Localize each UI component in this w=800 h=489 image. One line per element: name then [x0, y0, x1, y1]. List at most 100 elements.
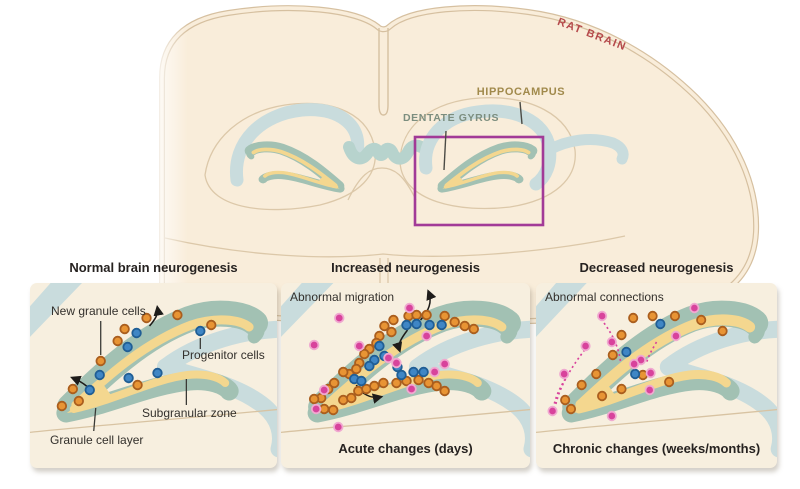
orange-cell-dot [206, 319, 217, 331]
blue-cell-dot [436, 319, 447, 331]
corner-band [281, 283, 334, 337]
orange-cell-dot [717, 325, 728, 337]
pink-cell-dot [333, 421, 344, 433]
orange-cell-dot [565, 403, 577, 415]
annotation-progenitor-cells: Progenitor cells [182, 348, 265, 362]
pink-cell-dot [547, 405, 558, 417]
blue-cell-dot [418, 366, 429, 378]
orange-cell-dot [607, 349, 618, 361]
panel-normal-neurogenesis: Normal brain neurogenesis [30, 256, 277, 468]
blue-cell-dot [374, 340, 385, 352]
pink-cell-dot [391, 357, 402, 369]
blue-cell-dot [396, 369, 407, 381]
blue-cell-dot [401, 319, 412, 331]
blue-cell-dot [123, 372, 134, 384]
orange-cell-dot [386, 326, 397, 338]
orange-cell-dot [56, 400, 68, 412]
midline-fissure [378, 28, 389, 116]
orange-cell-dot [411, 309, 422, 321]
orange-cell-dot [369, 380, 380, 392]
orange-cell-dot [421, 309, 432, 321]
orange-cell-dot [338, 366, 349, 378]
pink-cell-dot [354, 340, 365, 352]
dentate-closeup-normal [30, 283, 277, 458]
orange-cell-dot [308, 393, 320, 405]
orange-cell-dot [388, 314, 399, 326]
orange-cell-dot [696, 314, 707, 326]
panel-caption: Chronic changes (weeks/months) [552, 441, 761, 456]
pink-cell-dot [334, 312, 345, 324]
blue-cell-dot [424, 319, 435, 331]
orange-cell-dot [328, 377, 340, 389]
annotation-subgranular-zone: Subgranular zone [142, 406, 237, 420]
pink-cell-dot [383, 352, 394, 364]
orange-cell-dot [616, 383, 627, 395]
dentate-highlight-box [413, 135, 545, 227]
pink-cell-dot [421, 330, 432, 342]
cortex-line [30, 408, 277, 434]
dentate-gyrus-left [244, 141, 345, 193]
pink-cell-dot [559, 368, 570, 380]
migration-arrows [70, 305, 164, 388]
orange-cell-dot [359, 348, 370, 360]
dentate-closeup-decreased [536, 283, 777, 458]
pink-cell-dot [404, 302, 415, 314]
orange-cell-dot [449, 316, 460, 328]
dentate-shape [56, 300, 269, 423]
orange-cell-dot [172, 309, 183, 321]
orange-cell-dot [73, 395, 84, 407]
orange-cell-dot [468, 323, 479, 335]
pink-cell-dot [439, 358, 450, 370]
panel-illustration: Abnormal connections Chronic changes (we… [536, 283, 777, 468]
cortex-line [536, 408, 777, 434]
pink-cell-dot [606, 410, 617, 422]
pink-cell-dot [310, 403, 322, 415]
pink-cell-dot [629, 358, 640, 370]
blue-cell-dot [364, 360, 375, 372]
annotation-pointer-lines [93, 321, 201, 432]
orange-cell-dot [664, 376, 675, 388]
cell-dots-layer [56, 309, 217, 412]
orange-cell-dot [378, 377, 389, 389]
pink-cell-dot [597, 310, 608, 322]
cell-dots-layer [308, 302, 479, 433]
orange-cell-dot [576, 379, 587, 391]
orange-cell-dot [647, 310, 658, 322]
orange-cell-dot [459, 320, 470, 332]
pink-cell-dot [689, 302, 700, 314]
pink-cell-dot [406, 383, 417, 395]
hippocampus-label: HIPPOCAMPUS [476, 86, 566, 98]
cell-dots-layer [547, 302, 728, 422]
blue-cell-dot [356, 375, 367, 387]
corner-band [30, 283, 82, 337]
orange-cell-dot [669, 310, 681, 322]
pink-cell-dot [429, 366, 440, 378]
orange-cell-dot [95, 355, 106, 367]
orange-cell-dot [413, 374, 424, 386]
annotation-abnormal-connections: Abnormal connections [545, 290, 664, 304]
pink-cell-dot [670, 330, 681, 342]
blue-cell-dot [630, 368, 641, 380]
blue-cell-dot [94, 369, 105, 381]
blue-cell-dot [621, 346, 632, 358]
orange-cell-dot [431, 380, 442, 392]
panel-title: Decreased neurogenesis [579, 260, 734, 275]
pink-cell-dot [645, 367, 656, 379]
annotation-new-granule-cells: New granule cells [51, 304, 146, 318]
blue-cell-dot [408, 366, 419, 378]
orange-cell-dot [119, 323, 130, 335]
pink-cell-dot [644, 384, 655, 396]
orange-cell-dot [560, 394, 571, 406]
rat-brain-cross-section-illustration [159, 5, 760, 326]
orange-cell-dot [379, 320, 390, 332]
blue-cell-dot [84, 384, 95, 396]
panel-illustration: Abnormal migration Acute changes (days) [281, 283, 530, 468]
panel-caption: Acute changes (days) [338, 441, 473, 456]
blue-cell-dot [655, 318, 666, 330]
hippocampus-band [229, 103, 629, 191]
label-pointer-lines [443, 101, 523, 171]
blue-cell-dot [122, 341, 133, 353]
panel-title: Normal brain neurogenesis [69, 260, 238, 275]
pink-cell-dot [318, 384, 330, 396]
